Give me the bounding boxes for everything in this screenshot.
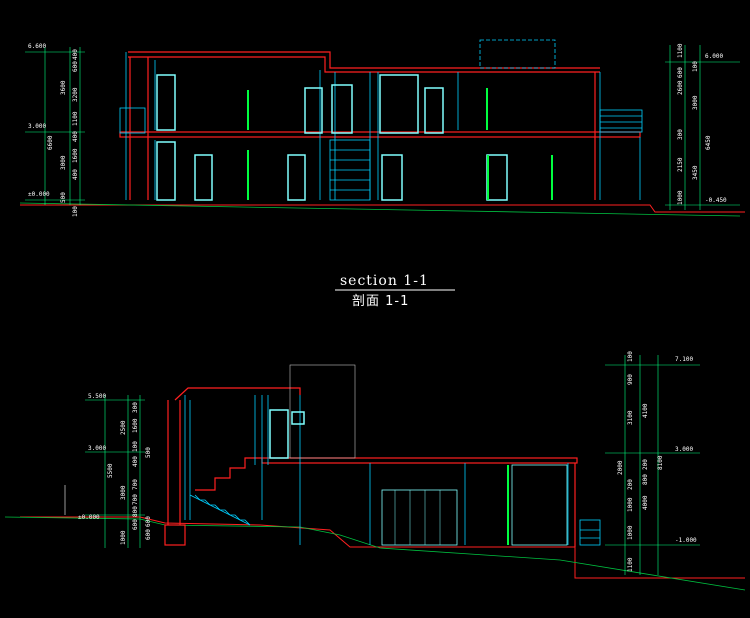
bottom-left-dim-i10: 600	[145, 516, 152, 527]
bottom-right-dim-i3: 4000	[642, 495, 649, 510]
top-ground-line	[20, 204, 745, 213]
top-right-dim-i3: 6450	[705, 135, 712, 150]
bottom-right-dim-i5: 200	[642, 459, 649, 470]
bottom-left-dim-i4: 400	[132, 456, 139, 467]
top-openings	[156, 74, 508, 201]
bottom-right-dim-o7: 1000	[627, 525, 634, 540]
top-left-dim-i4: 1100	[72, 111, 79, 126]
top-right-level-2: -0.450	[705, 197, 727, 204]
bottom-left-dim-i6: 700	[132, 479, 139, 490]
top-grade-line	[19, 202, 741, 217]
top-right-dim-o3: 3000	[692, 95, 699, 110]
drawing-subtitle: 剖面 1-1	[352, 294, 409, 309]
top-left-dim-o2: 6600	[47, 135, 54, 150]
top-columns	[247, 88, 553, 200]
top-left-dim-i5: 400	[72, 131, 79, 142]
bottom-openings	[269, 409, 568, 546]
bottom-right-dim-o4: 2000	[617, 460, 624, 475]
bottom-right-level-2: 3.000	[675, 446, 693, 453]
top-right-dim-o5: 2150	[677, 157, 684, 172]
top-left-dim-i3: 3200	[72, 87, 79, 102]
bottom-right-dim-i4: 800	[642, 474, 649, 485]
top-left-dims	[25, 47, 85, 205]
top-left-dim-o3: 3000	[60, 155, 67, 170]
top-right-dim-i4: 3450	[692, 165, 699, 180]
bottom-left-dim-i2: 1600	[132, 418, 139, 433]
top-right-dim-o2: 2600	[677, 80, 684, 95]
top-right-dim-o6: 1000	[677, 190, 684, 205]
bottom-left-dim-i1: 300	[132, 402, 139, 413]
top-left-level-1: 6.600	[28, 43, 46, 50]
bottom-section-drawing: 5.500 3.000 ±0.000 2500 5500 3000 1000 3…	[4, 351, 746, 591]
top-walls	[119, 39, 643, 201]
top-left-dim-i1: 400	[72, 49, 79, 60]
bottom-left-dim-o4: 1000	[120, 530, 127, 545]
bottom-right-dim-i1: 4100	[642, 403, 649, 418]
bottom-left-dim-i8: 800	[132, 506, 139, 517]
bottom-structure	[164, 387, 578, 547]
bottom-terrain-green	[4, 516, 746, 591]
top-right-dims	[665, 45, 740, 210]
drawing-title: section 1-1	[340, 273, 429, 289]
top-right-dim-i1: 600	[677, 67, 684, 78]
bottom-right-dim-o2: 900	[627, 374, 634, 385]
top-left-dim-i2: 600	[72, 61, 79, 72]
bottom-left-level-3: ±0.000	[78, 514, 100, 521]
bottom-right-dim-o8: 1100	[627, 557, 634, 572]
top-left-dim-o4: 500	[60, 192, 67, 203]
bottom-terrain-red	[20, 516, 745, 579]
top-left-dim-i7: 400	[72, 169, 79, 180]
bottom-walls	[184, 364, 601, 546]
bottom-left-dim-o2: 5500	[107, 463, 114, 478]
bottom-left-dim-o1: 2500	[120, 420, 127, 435]
top-section-drawing: 6.600 3.000 ±0.000 3600 6600 3000 500 40…	[19, 39, 745, 217]
bottom-left-dims	[85, 395, 145, 548]
bottom-left-level-1: 5.500	[88, 393, 106, 400]
bottom-right-dim-o1: 100	[627, 351, 634, 362]
bottom-left-dim-o3: 3000	[120, 485, 127, 500]
bottom-right-dim-o3: 3100	[627, 410, 634, 425]
bottom-right-dim-o5: 200	[627, 479, 634, 490]
bottom-right-level-1: 7.100	[675, 356, 693, 363]
bottom-left-dim-i9: 600	[132, 519, 139, 530]
bottom-right-dim-o6: 1000	[627, 497, 634, 512]
top-right-dim-i2: 100	[692, 61, 699, 72]
bottom-left-dim-i5: 500	[145, 447, 152, 458]
bottom-right-dims	[605, 355, 700, 575]
top-right-dim-o4: 300	[677, 129, 684, 140]
top-slabs	[119, 51, 641, 200]
bottom-left-dim-i3: 100	[132, 441, 139, 452]
bottom-left-level-2: 3.000	[88, 445, 106, 452]
top-left-level-3: ±0.000	[28, 191, 50, 198]
top-right-dim-o1: 1100	[677, 43, 684, 58]
bottom-left-dim-i11: 600	[145, 529, 152, 540]
top-left-dim-o1: 3600	[60, 80, 67, 95]
bottom-left-dim-i7: 700	[132, 494, 139, 505]
bottom-right-level-3: -1.000	[675, 537, 697, 544]
top-right-level-1: 6.000	[705, 53, 723, 60]
top-left-dim-i6: 1600	[72, 148, 79, 163]
top-left-dim-i8: 100	[72, 206, 79, 217]
bottom-right-dim-i2: 8100	[657, 455, 664, 470]
top-left-level-2: 3.000	[28, 123, 46, 130]
